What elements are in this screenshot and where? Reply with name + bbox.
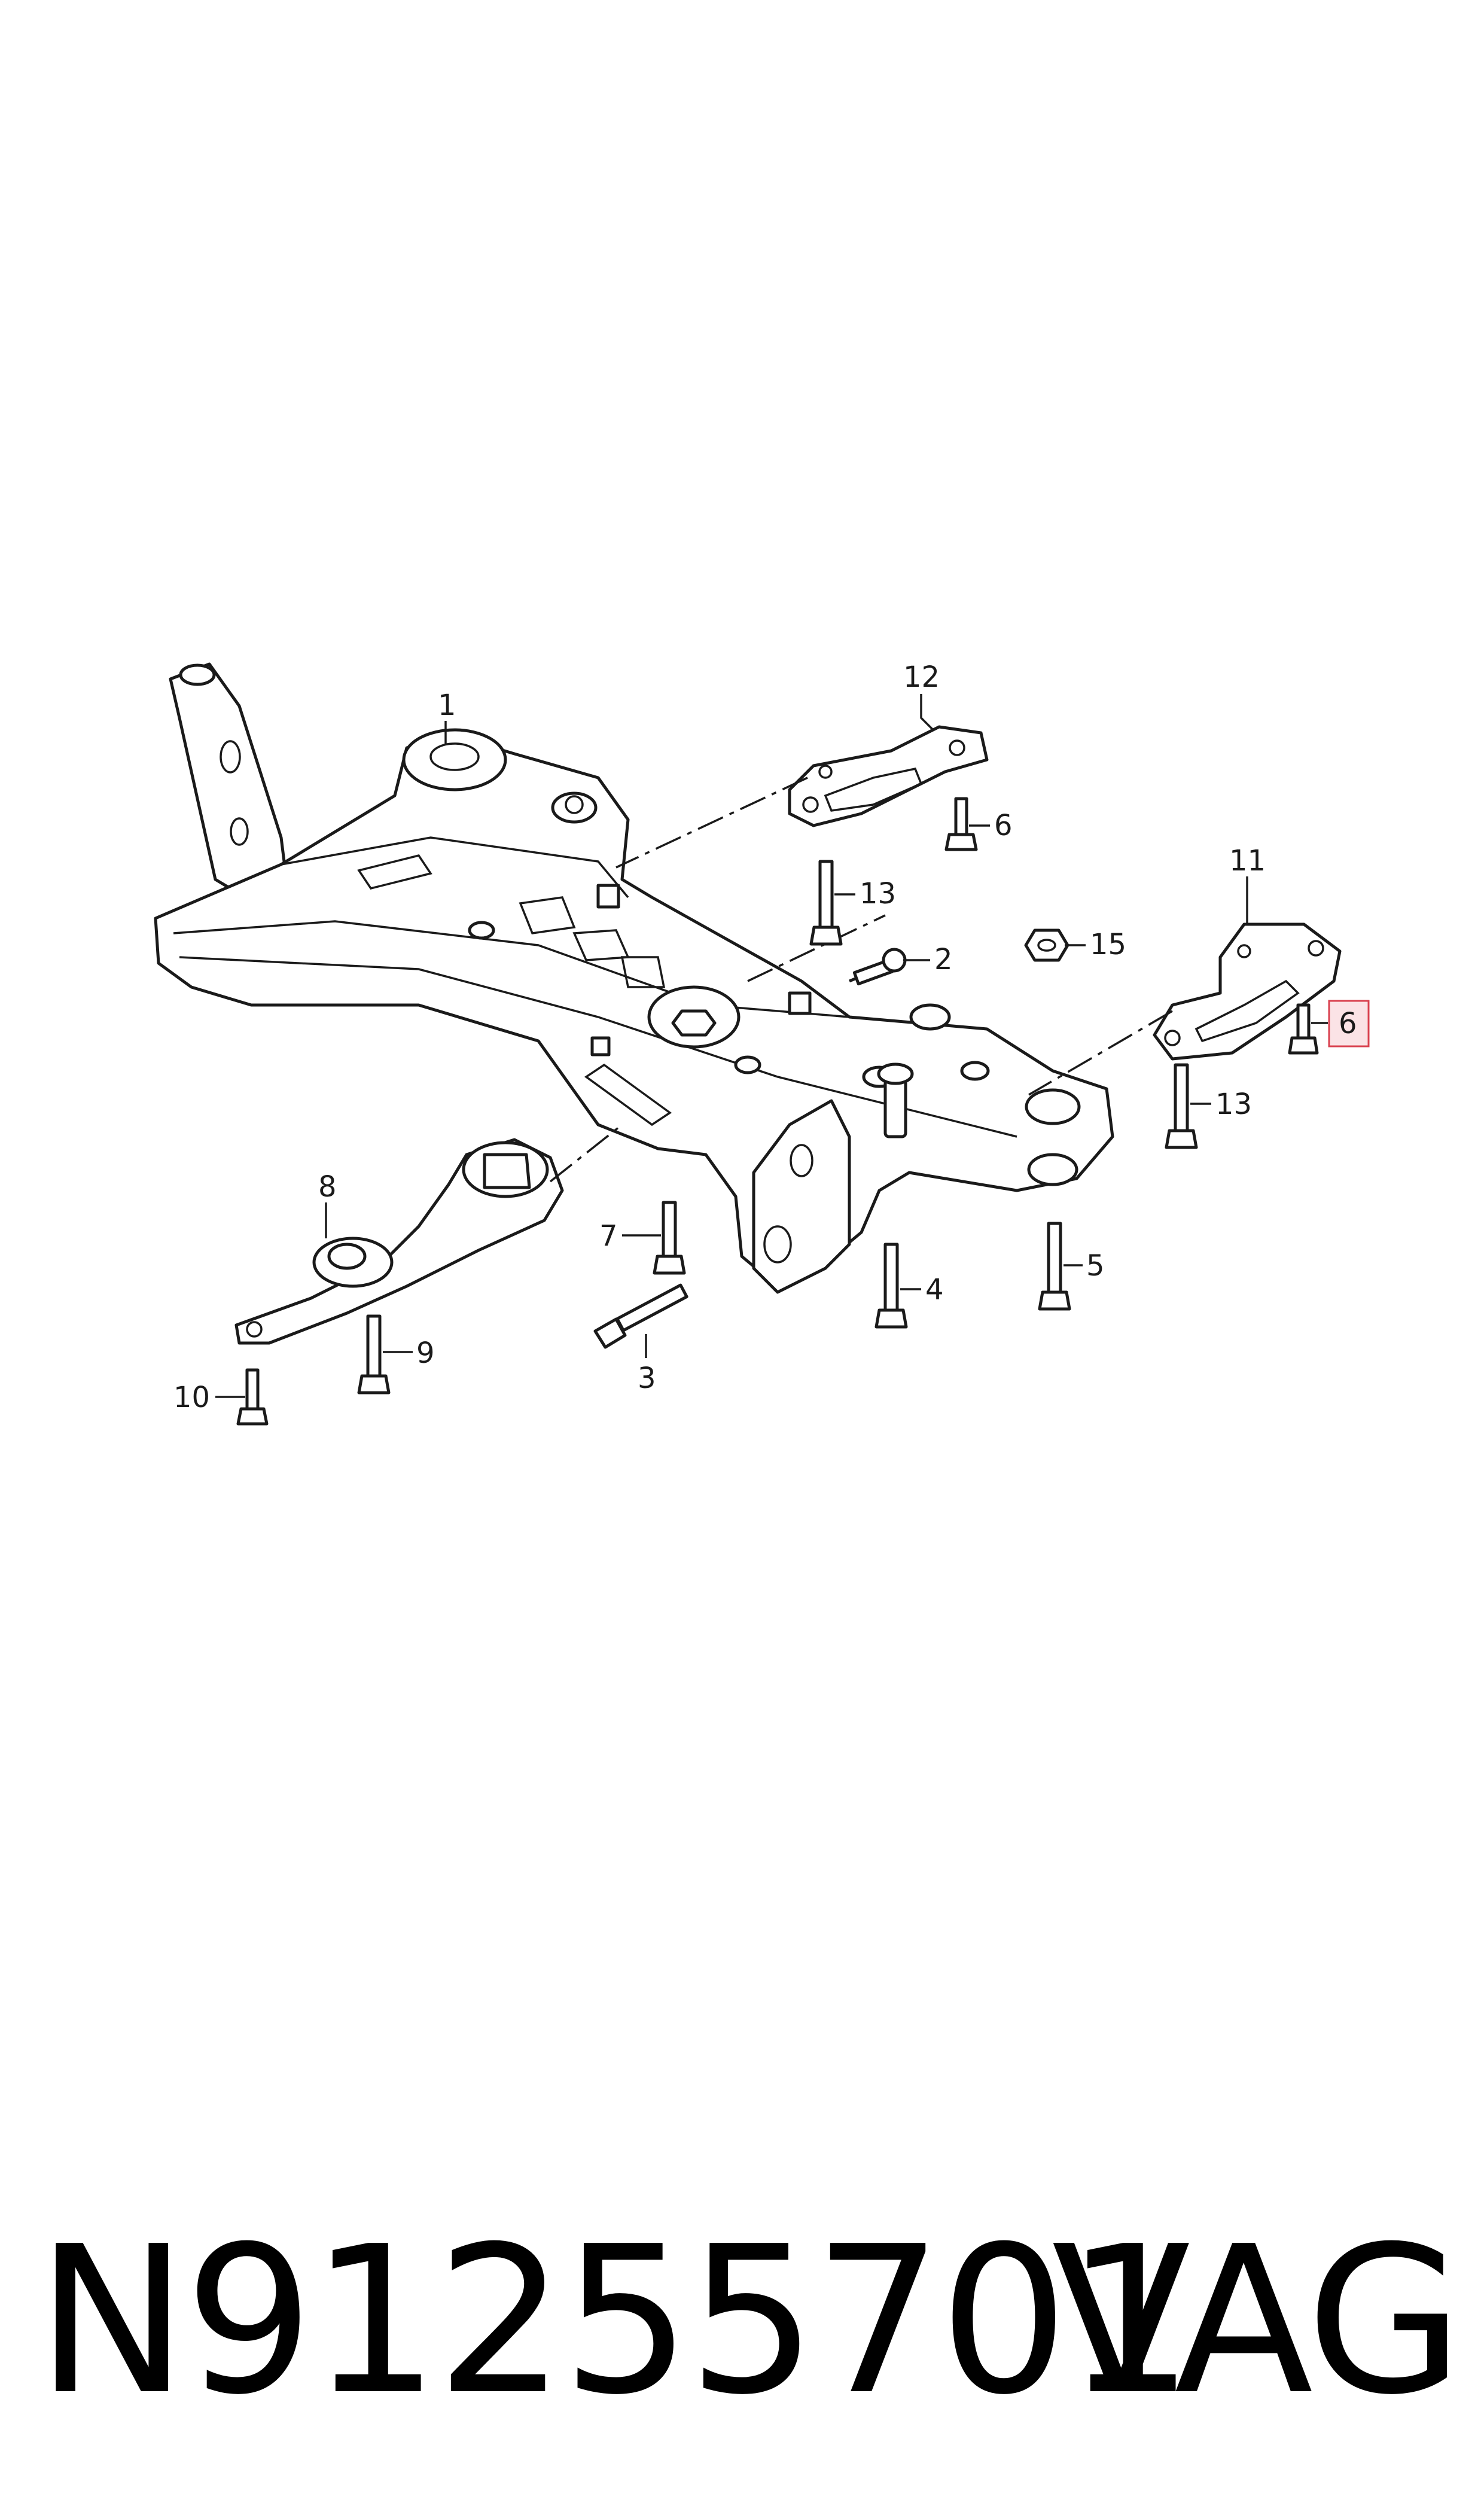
callout-12: 12 (903, 660, 940, 694)
brand-label: VAG (1052, 2203, 1464, 2440)
bolt-9 (357, 1314, 391, 1395)
callout-11: 11 (1229, 844, 1266, 878)
subframe (154, 662, 1114, 1294)
highlight-box (1328, 1000, 1370, 1048)
callout-5: 5 (1086, 1249, 1105, 1283)
bolt-6-upper (944, 797, 978, 851)
bolt-13-upper (809, 860, 843, 946)
callout-6-upper: 6 (994, 809, 1013, 842)
callout-13-right: 13 (1215, 1088, 1252, 1121)
callout-1: 1 (438, 689, 456, 722)
callout-15: 15 (1090, 928, 1126, 961)
bolt-4 (874, 1243, 908, 1329)
callout-13-upper: 13 (860, 877, 896, 911)
callout-3: 3 (638, 1362, 656, 1395)
bolt-6-right (1288, 1003, 1319, 1055)
bracket-11 (1153, 922, 1342, 1061)
callout-6-highlighted: 6 (1339, 1007, 1357, 1040)
part-number: N91255701 (36, 2203, 1194, 2440)
bracket-12 (788, 725, 989, 827)
callouts: 1 12 6 13 2 15 11 6 13 8 7 4 5 9 3 10 (173, 660, 1357, 1414)
callout-2: 2 (934, 943, 953, 976)
bolt-7 (653, 1201, 686, 1275)
nut-15 (1024, 928, 1069, 962)
callout-leaders (215, 694, 1328, 1398)
callout-7: 7 (599, 1219, 618, 1253)
callout-4: 4 (925, 1273, 944, 1307)
bolt-3 (593, 1283, 688, 1349)
callout-9: 9 (416, 1336, 435, 1370)
callout-10: 10 (173, 1381, 210, 1414)
bolt-10 (236, 1368, 269, 1426)
fasteners (236, 797, 1319, 1426)
pendulum-support-8 (234, 1138, 564, 1345)
bolt-2 (849, 948, 907, 986)
bolt-13-right (1165, 1063, 1198, 1149)
bolt-5 (1038, 1222, 1071, 1311)
dashed-leaders (549, 777, 1173, 1183)
callout-8: 8 (318, 1170, 337, 1204)
